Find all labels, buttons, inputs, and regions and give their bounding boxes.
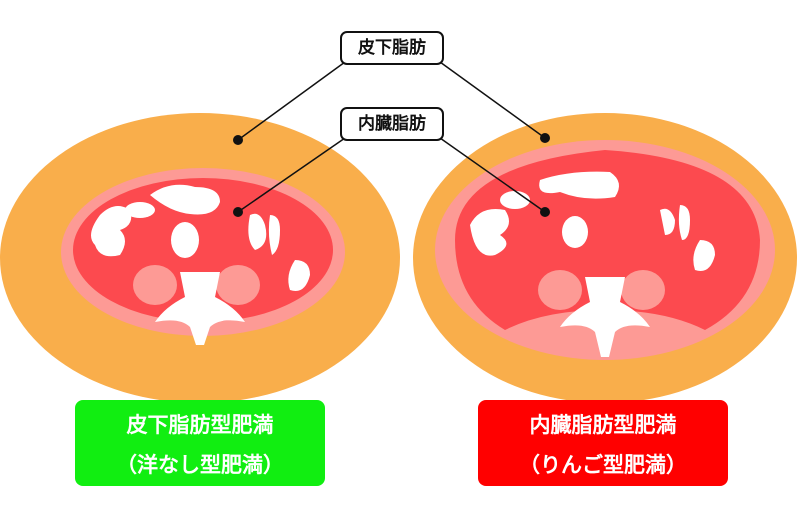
visceral-area [455, 150, 760, 330]
kidney [621, 270, 665, 310]
pointer-dots [233, 133, 550, 217]
leader-lines [237, 61, 546, 213]
apple-body-cross-section [413, 113, 797, 403]
kidney [216, 265, 260, 305]
intestines [470, 171, 715, 271]
kidney [133, 265, 177, 305]
intestines [91, 184, 310, 291]
callout-visceral-fat: 内臓脂肪 [340, 107, 444, 141]
pear-type-label: 皮下脂肪型肥満 （洋なし型肥満） [75, 400, 325, 486]
type-title: 皮下脂肪型肥満 [126, 413, 274, 437]
pear-body-cross-section [0, 113, 400, 403]
spine [560, 277, 650, 357]
kidney [538, 270, 582, 310]
apple-type-label: 内臓脂肪型肥満 （りんご型肥満） [478, 400, 728, 486]
type-subtitle: （りんご型肥満） [519, 453, 687, 477]
type-title: 内臓脂肪型肥満 [529, 413, 677, 437]
callout-subcutaneous-fat: 皮下脂肪 [340, 31, 444, 65]
type-subtitle: （洋なし型肥満） [116, 453, 284, 477]
spine [155, 272, 245, 345]
